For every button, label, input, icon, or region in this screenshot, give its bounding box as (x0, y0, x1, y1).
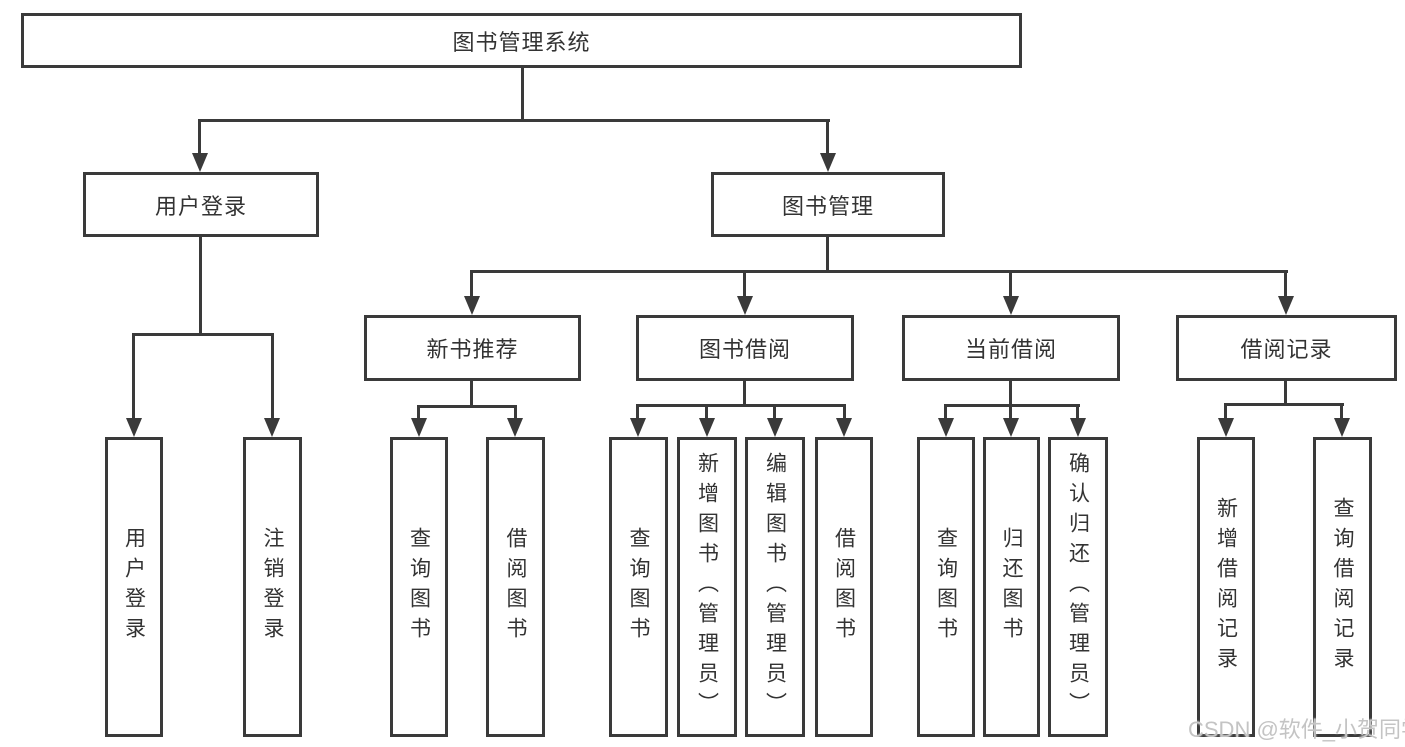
connector-line (271, 333, 274, 420)
connector-line (773, 404, 776, 421)
connector-line (1284, 381, 1287, 406)
connector-line (1009, 270, 1012, 298)
node-user-login-label: 用户登录 (154, 193, 247, 219)
arrow-down-icon (630, 418, 646, 437)
node-user-login: 用户登录 (83, 172, 319, 237)
csdn-watermark: CSDN @软件_小贺同学 (1188, 717, 1405, 742)
connector-line (636, 404, 846, 407)
connector-line (1224, 403, 1344, 406)
leaf-confirm-return-admin-label: 确认归还（管理员） (1066, 452, 1090, 722)
node-current-borrow-label: 当前借阅 (964, 337, 1057, 362)
leaf-confirm-return-admin: 确认归还（管理员） (1048, 437, 1108, 737)
leaf-borrow-book-1: 借阅图书 (486, 437, 545, 737)
connector-line (1224, 403, 1227, 421)
arrow-down-icon (411, 418, 427, 437)
node-new-book-recommend-label: 新书推荐 (426, 337, 519, 362)
connector-line (743, 381, 746, 407)
arrow-down-icon (464, 296, 480, 315)
connector-line (198, 119, 830, 122)
node-book-borrow-label: 图书借阅 (698, 337, 791, 362)
connector-line (705, 404, 708, 421)
connector-line (470, 381, 473, 408)
arrow-down-icon (1334, 418, 1350, 437)
node-book-borrow: 图书借阅 (636, 315, 854, 381)
node-borrow-record-label: 借阅记录 (1240, 337, 1333, 362)
connector-line (826, 237, 829, 273)
leaf-edit-book-admin-label: 编辑图书（管理员） (763, 452, 787, 722)
connector-line (1340, 403, 1343, 421)
leaf-borrow-book-1-label: 借阅图书 (504, 527, 527, 647)
arrow-down-icon (737, 296, 753, 315)
arrow-down-icon (699, 418, 715, 437)
node-book-management-label: 图书管理 (781, 193, 874, 219)
leaf-borrow-book-2-label: 借阅图书 (832, 527, 856, 647)
leaf-user-login-label: 用户登录 (122, 527, 146, 647)
arrow-down-icon (192, 153, 208, 172)
connector-line (944, 404, 947, 421)
leaf-query-borrow-record: 查询借阅记录 (1313, 437, 1372, 737)
leaf-query-book-3-label: 查询图书 (934, 527, 958, 647)
leaf-query-book-3: 查询图书 (917, 437, 975, 737)
connector-line (1284, 270, 1287, 298)
connector-line (1076, 404, 1079, 421)
connector-line (132, 333, 274, 336)
leaf-borrow-book-2: 借阅图书 (815, 437, 873, 737)
arrow-down-icon (1218, 418, 1234, 437)
leaf-return-book: 归还图书 (983, 437, 1040, 737)
connector-line (743, 270, 746, 298)
leaf-return-book-label: 归还图书 (1000, 527, 1023, 647)
leaf-query-book-2: 查询图书 (609, 437, 668, 737)
connector-line (1009, 404, 1012, 421)
arrow-down-icon (1070, 418, 1086, 437)
node-new-book-recommend: 新书推荐 (364, 315, 581, 381)
arrow-down-icon (1278, 296, 1294, 315)
leaf-query-book-2-label: 查询图书 (627, 527, 650, 647)
arrow-down-icon (1003, 418, 1019, 437)
connector-line (198, 119, 201, 157)
connector-line (470, 270, 1288, 273)
node-root: 图书管理系统 (21, 13, 1022, 68)
leaf-logout: 注销登录 (243, 437, 302, 737)
leaf-add-book-admin-label: 新增图书（管理员） (695, 452, 719, 722)
arrow-down-icon (938, 418, 954, 437)
connector-line (514, 405, 517, 421)
connector-line (843, 404, 846, 421)
connector-line (826, 119, 829, 157)
connector-line (417, 405, 517, 408)
arrow-down-icon (1003, 296, 1019, 315)
node-book-management: 图书管理 (711, 172, 945, 237)
node-root-label: 图书管理系统 (452, 29, 591, 55)
leaf-logout-label: 注销登录 (261, 527, 284, 647)
node-borrow-record: 借阅记录 (1176, 315, 1397, 381)
arrow-down-icon (836, 418, 852, 437)
leaf-user-login: 用户登录 (105, 437, 163, 737)
leaf-edit-book-admin: 编辑图书（管理员） (745, 437, 805, 737)
arrow-down-icon (126, 418, 142, 437)
leaf-query-book-1: 查询图书 (390, 437, 448, 737)
connector-line (944, 404, 1080, 407)
node-current-borrow: 当前借阅 (902, 315, 1120, 381)
leaf-query-borrow-record-label: 查询借阅记录 (1331, 497, 1354, 677)
leaf-query-book-1-label: 查询图书 (407, 527, 431, 647)
leaf-add-borrow-record: 新增借阅记录 (1197, 437, 1255, 737)
connector-line (132, 333, 135, 420)
leaf-add-book-admin: 新增图书（管理员） (677, 437, 737, 737)
arrow-down-icon (264, 418, 280, 437)
arrow-down-icon (767, 418, 783, 437)
connector-line (199, 237, 202, 335)
connector-line (417, 405, 420, 421)
arrow-down-icon (820, 153, 836, 172)
leaf-add-borrow-record-label: 新增借阅记录 (1214, 497, 1238, 677)
connector-line (470, 270, 473, 298)
connector-line (636, 404, 639, 421)
connector-line (1009, 381, 1012, 407)
connector-line (521, 68, 524, 122)
arrow-down-icon (507, 418, 523, 437)
